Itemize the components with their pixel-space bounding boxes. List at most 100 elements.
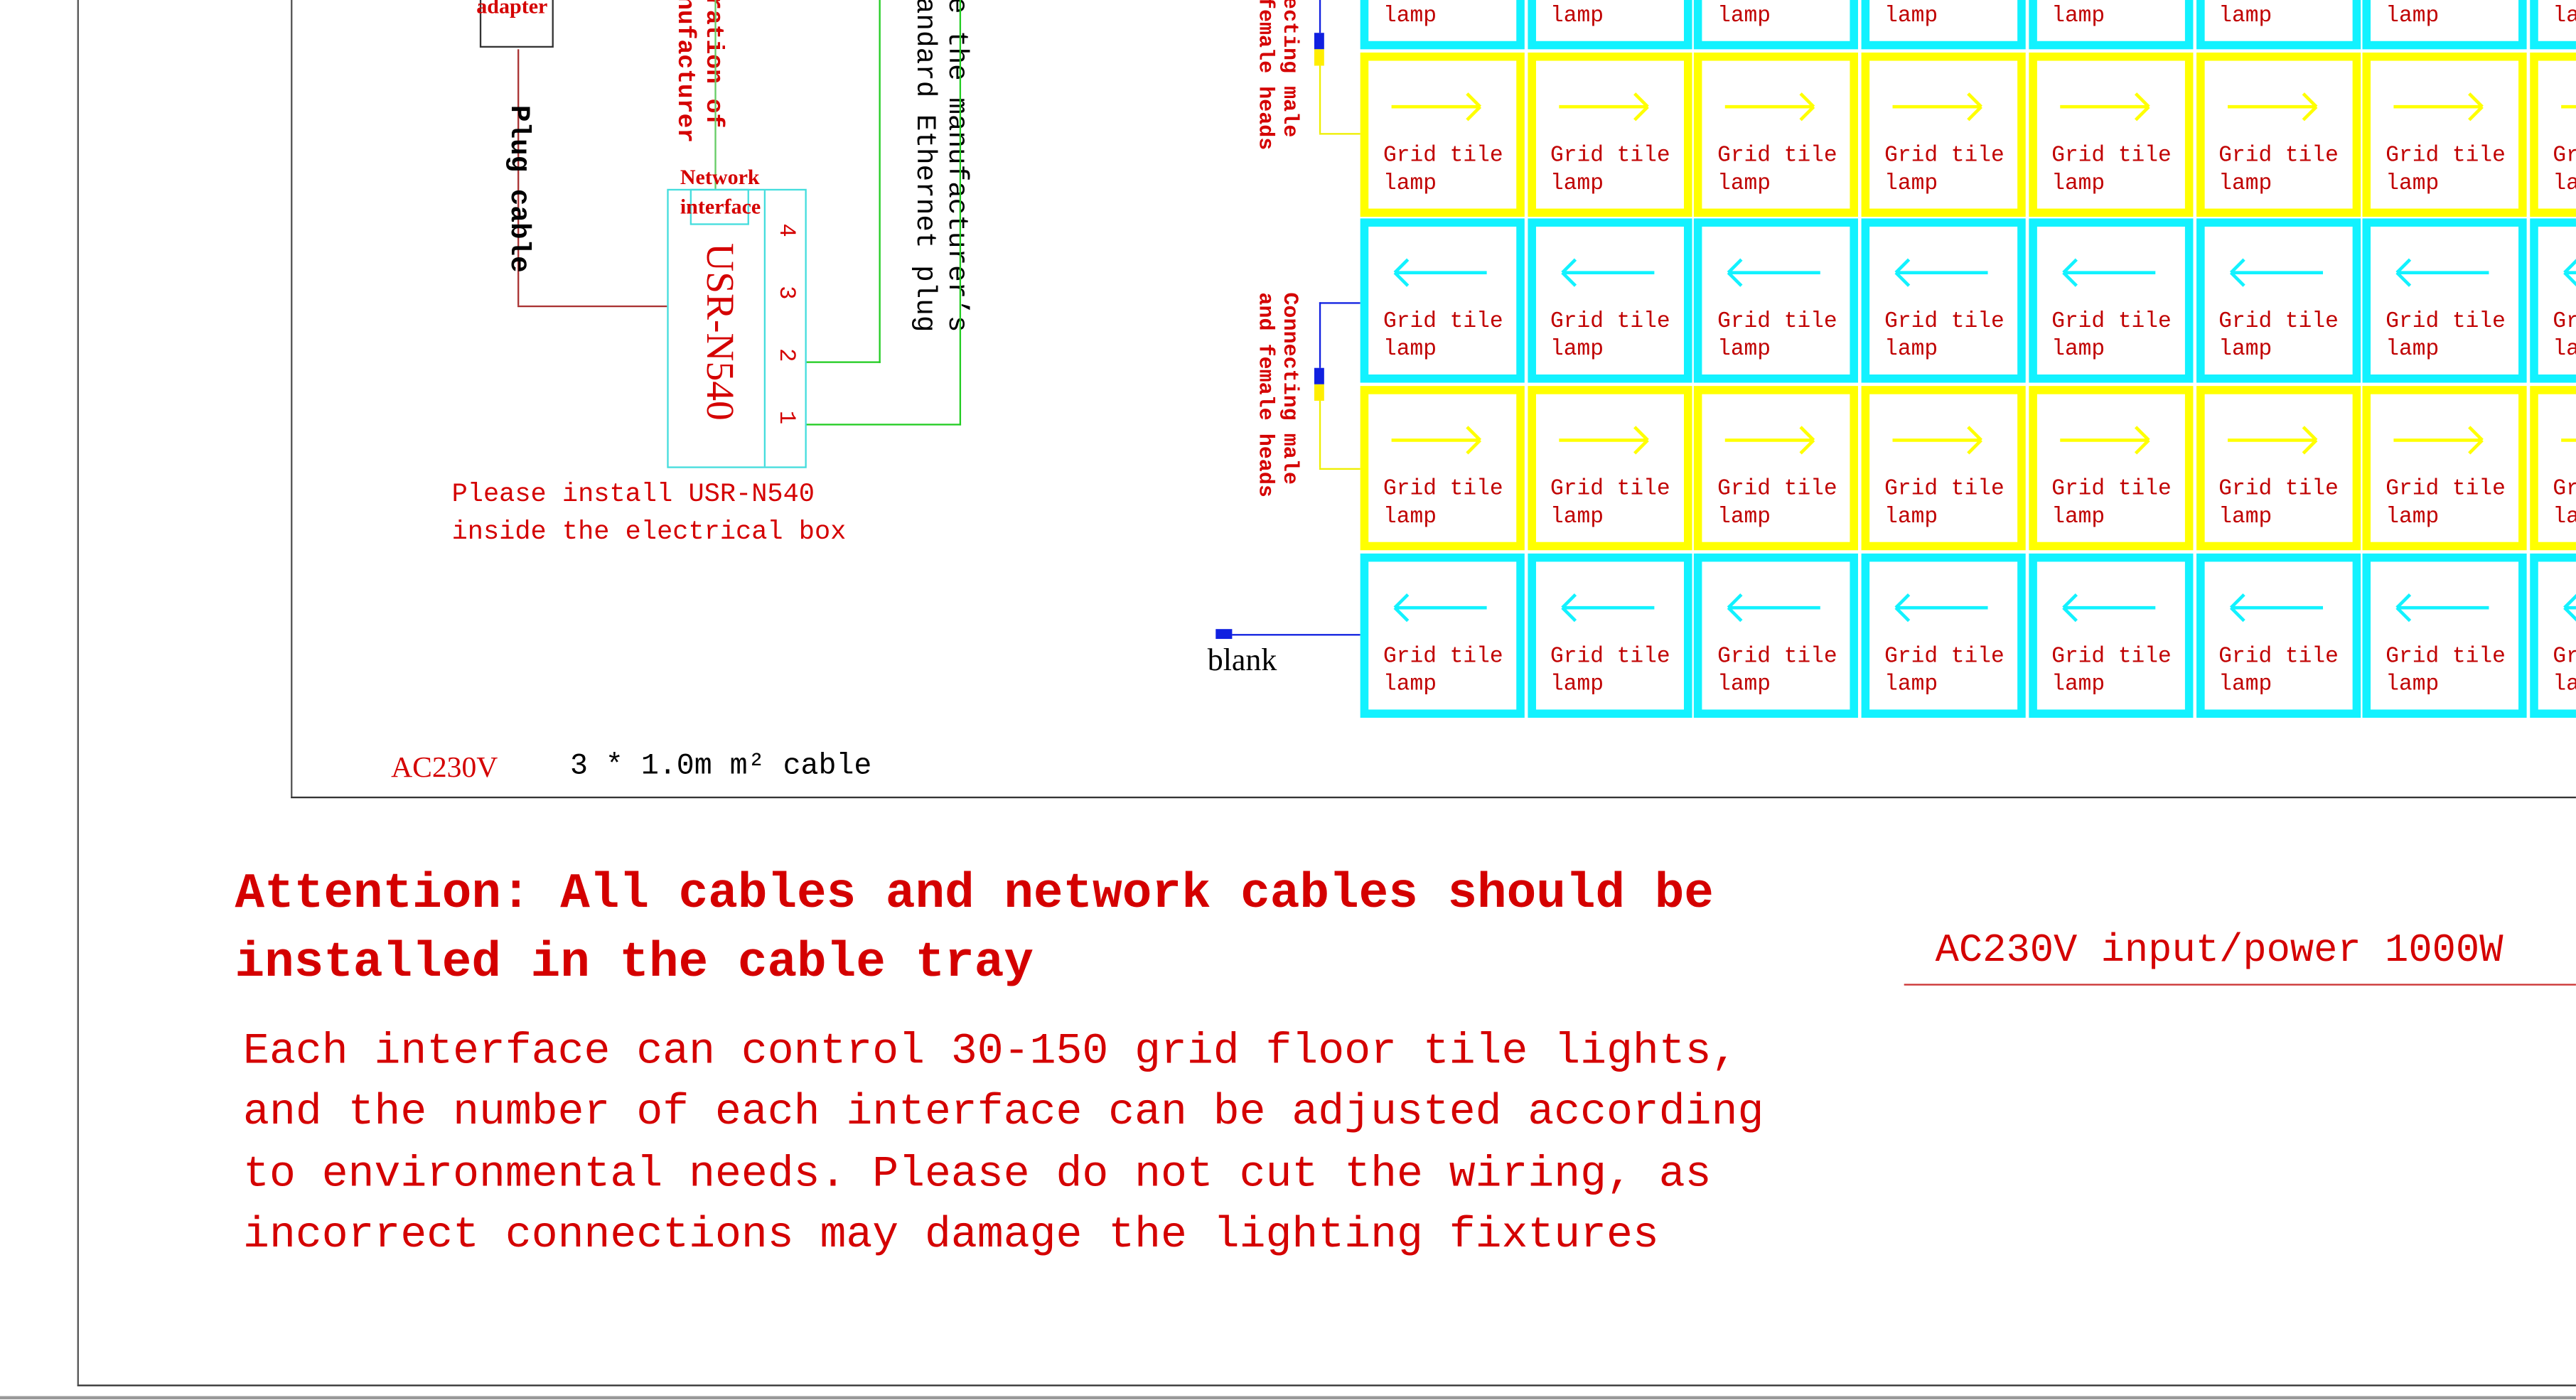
arrow-left-icon: [2395, 593, 2489, 622]
tile-label: Grid tile: [2553, 311, 2576, 336]
signal-wire: [1319, 468, 1361, 470]
power-spec-underline: [1904, 984, 2576, 986]
outer-frame-bottom: [77, 1384, 2576, 1386]
arrow-left-icon: [1727, 259, 1821, 288]
tile-label: Grid tile: [1550, 0, 1670, 1]
tile-label: lamp: [2218, 171, 2272, 197]
signal-wire: [1319, 0, 1321, 33]
connector-female-icon: [1314, 384, 1324, 401]
tile-label: lamp: [1884, 506, 1938, 531]
tile-label: lamp: [1717, 339, 1771, 364]
tile-label: Grid tile: [1717, 0, 1837, 1]
tile-label: Grid tile: [1884, 144, 2005, 169]
tile-label: Grid tile: [2386, 478, 2506, 503]
tile-label: Grid tile: [2051, 478, 2172, 503]
tile-label: lamp: [2051, 673, 2105, 698]
tile-label: lamp: [2386, 171, 2440, 197]
tile-label: lamp: [2051, 4, 2105, 30]
tile-label: Grid tile: [2218, 645, 2339, 670]
install-note-line2: inside the electrical box: [451, 517, 847, 547]
port-1: 1: [772, 410, 799, 425]
port-3: 3: [772, 286, 799, 300]
tile-label: lamp: [2553, 673, 2576, 698]
tile-label: lamp: [2386, 339, 2440, 364]
connector-female-icon: [1314, 49, 1324, 66]
arrow-left-icon: [1560, 259, 1654, 288]
arrow-left-icon: [2061, 259, 2155, 288]
arrow-right-icon: [2059, 426, 2150, 455]
arrow-left-icon: [2228, 259, 2322, 288]
configuration-note: uration of anufacturer: [670, 0, 727, 144]
blank-terminator-icon: [1215, 629, 1233, 640]
tile-label: lamp: [1717, 171, 1771, 197]
inner-frame-left: [291, 0, 293, 797]
signal-wire: [1232, 634, 1361, 636]
tile-label: lamp: [1884, 171, 1938, 197]
blank-label: blank: [1207, 643, 1277, 679]
network-wire-1: [959, 0, 962, 426]
connector-male-icon: [1314, 367, 1324, 384]
tile-label: Grid tile: [1383, 0, 1503, 1]
port-divider: [763, 190, 766, 467]
network-interface-port: [689, 188, 749, 225]
connector-label-top: necting male female heads: [1253, 0, 1303, 151]
tile-label: lamp: [2218, 673, 2272, 698]
tile-label: lamp: [1717, 4, 1771, 30]
tile-label: lamp: [2386, 506, 2440, 531]
arrow-left-icon: [1393, 259, 1487, 288]
body-line3: to environmental needs. Please do not cu…: [243, 1149, 1712, 1200]
tile-label: Grid tile: [1884, 478, 2005, 503]
arrow-right-icon: [2560, 104, 2576, 108]
signal-wire: [1319, 400, 1321, 468]
tile-label: lamp: [1383, 171, 1437, 197]
network-wire: [714, 0, 717, 189]
arrow-left-icon: [2228, 593, 2322, 622]
outer-frame-left: [77, 0, 79, 1385]
arrow-right-icon: [2226, 426, 2317, 455]
network-interface-label: Network interface: [680, 164, 761, 219]
arrow-left-icon: [1560, 593, 1654, 622]
arrow-right-icon: [2226, 92, 2317, 121]
adapter-label: adapter: [476, 0, 548, 18]
tile-label: Grid tile: [1717, 311, 1837, 336]
tile-label: Grid tile: [2553, 0, 2576, 1]
network-wire-2: [805, 361, 881, 363]
arrow-left-icon: [1393, 593, 1487, 622]
attention-line2: installed in the cable tray: [235, 936, 1034, 992]
tile-label: lamp: [1884, 339, 1938, 364]
tile-label: Grid tile: [2218, 478, 2339, 503]
body-line4: incorrect connections may damage the lig…: [243, 1210, 1659, 1260]
signal-wire: [1319, 302, 1321, 368]
tile-label: Grid tile: [2218, 0, 2339, 1]
arrow-right-icon: [1892, 426, 1983, 455]
tile-label: lamp: [1717, 506, 1771, 531]
tile-label: Grid tile: [1717, 144, 1837, 169]
arrow-left-icon: [2395, 259, 2489, 288]
tile-label: lamp: [2218, 339, 2272, 364]
body-line1: Each interface can control 30-150 grid f…: [243, 1026, 1738, 1076]
tile-label: lamp: [1550, 339, 1604, 364]
tile-label: lamp: [2218, 506, 2272, 531]
inner-frame-bottom: [291, 796, 2576, 799]
